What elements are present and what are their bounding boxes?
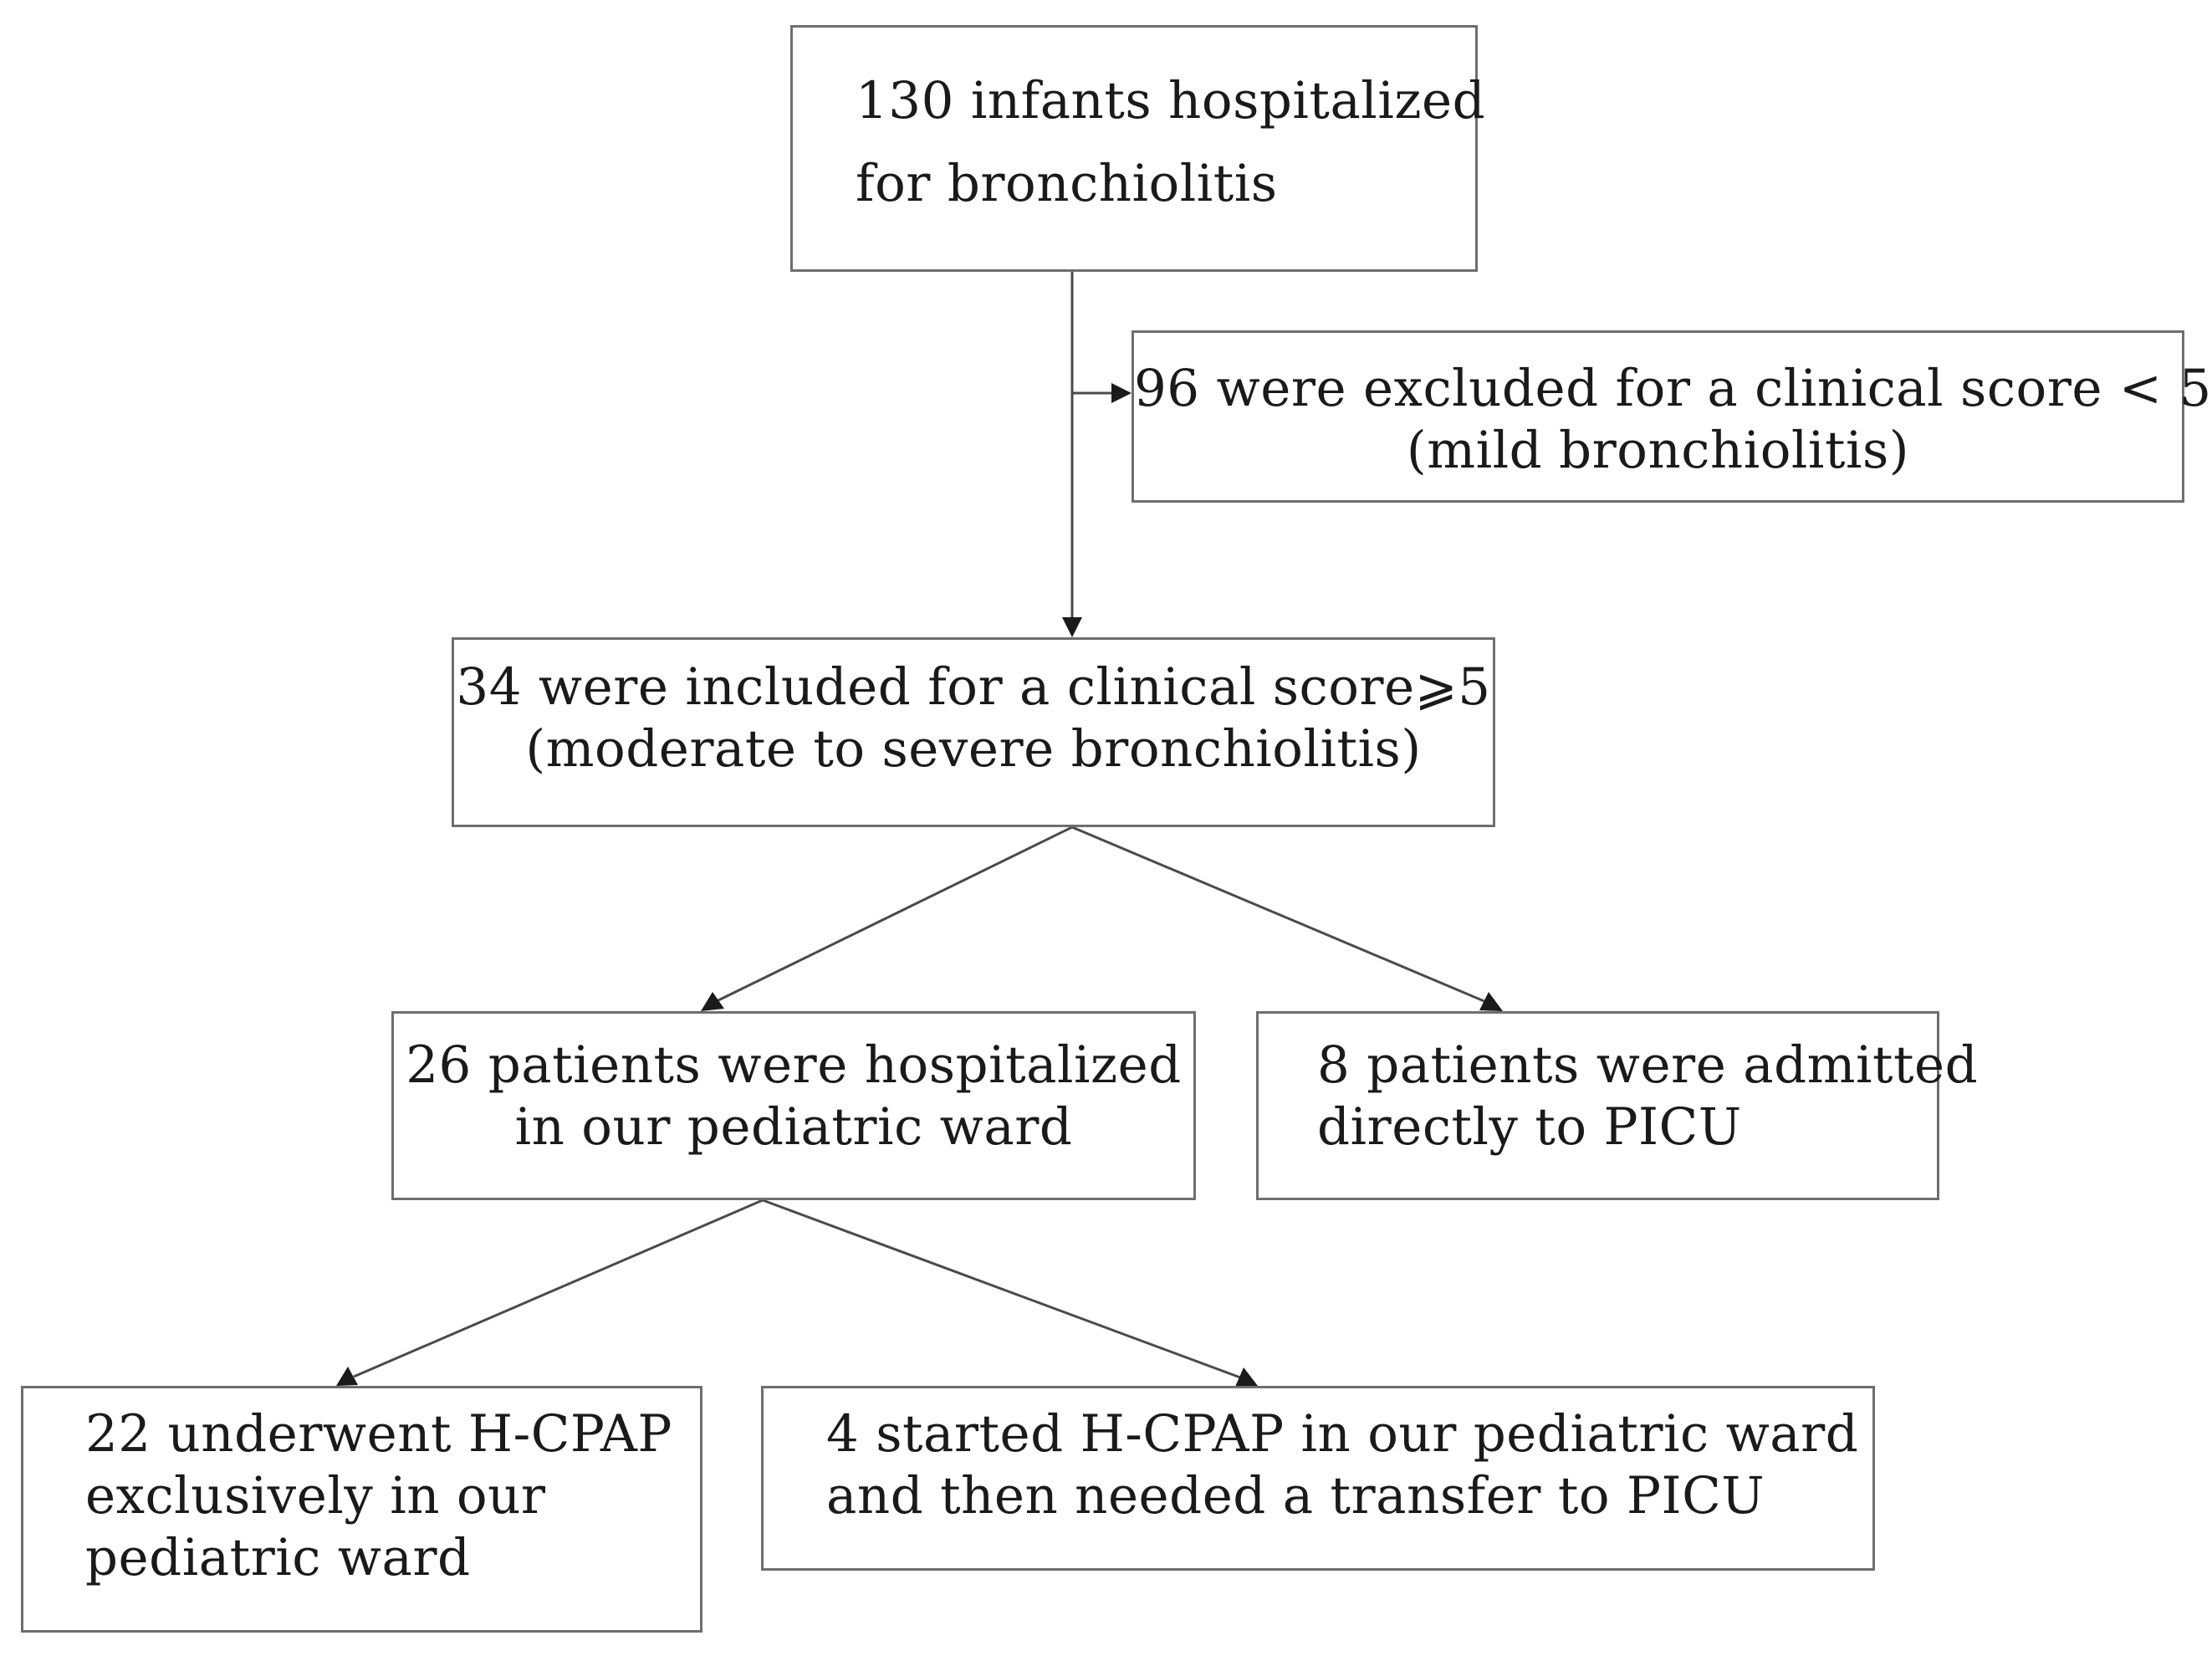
node-hcpap-ward-only: 22 underwent H-CPAP exclusively in our p…: [21, 1386, 702, 1633]
node-excluded: 96 were excluded for a clinical score < …: [1132, 330, 2212, 503]
arrowhead-hcpap-ward: [336, 1367, 358, 1386]
node-included-line-2: (moderate to severe bronchiolitis): [525, 719, 1422, 779]
node-ward-line-2: in our pediatric ward: [514, 1097, 1073, 1157]
node-excluded-line-2: (mild bronchiolitis): [1406, 421, 1910, 480]
node-hcpap-ward-line-1: 22 underwent H-CPAP: [85, 1404, 672, 1464]
node-picu-line-2: directly to PICU: [1317, 1097, 1742, 1157]
connector-ward-to-hcpap-ward: [353, 1199, 764, 1378]
node-included-line-1: 34 were included for a clinical score⩾5: [456, 657, 1491, 717]
node-hcpap-ward-line-2: exclusively in our: [85, 1466, 546, 1526]
arrowhead-picu: [1479, 992, 1503, 1011]
arrowhead-included: [1062, 617, 1082, 637]
arrowhead-excluded: [1111, 383, 1132, 403]
node-total-line-2: for bronchiolitis: [856, 154, 1278, 213]
node-hcpap-transfer-picu: 4 started H-CPAP in our pediatric ward a…: [761, 1386, 1875, 1571]
node-total-infants: 130 infants hospitalized for bronchiolit…: [790, 25, 1486, 272]
connector-ward-to-hcpap-transfer: [762, 1199, 1241, 1379]
node-total-line-1: 130 infants hospitalized: [856, 71, 1486, 130]
node-hcpap-transfer-line-2: and then needed a transfer to PICU: [826, 1466, 1765, 1526]
connector-included-to-picu: [1071, 825, 1487, 1004]
node-picu-direct: 8 patients were admitted directly to PIC…: [1256, 1011, 1979, 1200]
node-hcpap-transfer-line-1: 4 started H-CPAP in our pediatric ward: [826, 1404, 1859, 1464]
node-hcpap-ward-line-3: pediatric ward: [85, 1528, 471, 1587]
arrowhead-ward: [701, 992, 724, 1011]
node-picu-line-1: 8 patients were admitted: [1317, 1035, 1979, 1095]
node-included: 34 were included for a clinical score⩾5 …: [452, 637, 1495, 827]
node-excluded-line-1: 96 were excluded for a clinical score < …: [1134, 359, 2212, 418]
node-ward-line-1: 26 patients were hospitalized: [406, 1035, 1182, 1095]
arrowhead-hcpap-transfer: [1235, 1367, 1258, 1387]
node-pediatric-ward: 26 patients were hospitalized in our ped…: [391, 1011, 1196, 1200]
connector-included-to-ward: [716, 825, 1073, 1003]
